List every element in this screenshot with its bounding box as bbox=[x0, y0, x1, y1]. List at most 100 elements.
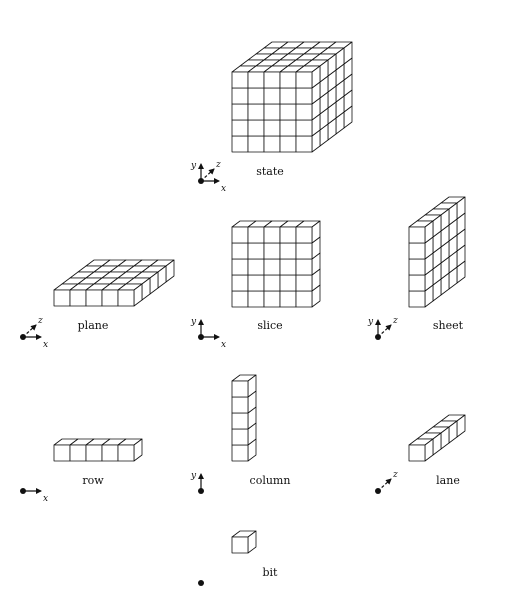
slice-label: slice bbox=[257, 319, 282, 332]
sheet-front-cell bbox=[408, 274, 426, 292]
bit-cube-block bbox=[231, 530, 257, 554]
state-front-cell bbox=[247, 119, 265, 137]
state-front-cell bbox=[231, 71, 249, 89]
slice-front-cell bbox=[279, 226, 297, 244]
plane-front-cell bbox=[117, 289, 135, 307]
lane-front-cell bbox=[408, 444, 426, 462]
state-front-cell bbox=[263, 87, 281, 105]
state-y-axis-label: y bbox=[190, 161, 197, 171]
sheet-front-cell bbox=[408, 226, 426, 244]
slice-front-cell bbox=[263, 290, 281, 308]
state-front-cell bbox=[295, 87, 313, 105]
sheet-y-axis-label: y bbox=[367, 317, 374, 327]
slice-front-cell bbox=[247, 274, 265, 292]
plane-front-cell bbox=[85, 289, 103, 307]
slice-front-cell bbox=[263, 274, 281, 292]
lane-piece: lane z bbox=[375, 414, 466, 494]
row-front-cell bbox=[69, 444, 87, 462]
plane-axes: xz bbox=[20, 316, 48, 350]
row-front-cell bbox=[117, 444, 135, 462]
bit-piece: bit bbox=[198, 530, 278, 586]
state-piece: state x y z bbox=[190, 41, 353, 194]
slice-front-cell bbox=[295, 290, 313, 308]
lane-axes: z bbox=[375, 470, 398, 494]
state-front-cell bbox=[279, 119, 297, 137]
slice-front-cell bbox=[247, 258, 265, 276]
plane-front-cell bbox=[101, 289, 119, 307]
state-front-cell bbox=[263, 119, 281, 137]
lane-z-axis-arrow bbox=[377, 478, 392, 492]
slice-axes: xy bbox=[190, 317, 226, 350]
row-x-axis-label: x bbox=[43, 494, 48, 504]
slice-front-cell bbox=[231, 226, 249, 244]
state-front-cell bbox=[263, 71, 281, 89]
plane-front-cell bbox=[53, 289, 71, 307]
column-front-cell bbox=[231, 412, 249, 430]
state-front-cell bbox=[247, 135, 265, 153]
bit-axis-origin bbox=[198, 580, 204, 586]
state-z-axis-label: z bbox=[215, 160, 221, 170]
slice-piece: slice xy bbox=[190, 220, 321, 350]
slice-front-cell bbox=[231, 290, 249, 308]
slice-front-cell bbox=[295, 242, 313, 260]
state-front-cell bbox=[295, 119, 313, 137]
state-front-cell bbox=[295, 71, 313, 89]
column-front-cell bbox=[231, 428, 249, 446]
plane-z-axis-label: z bbox=[37, 316, 43, 326]
state-front-cell bbox=[247, 71, 265, 89]
state-front-cell bbox=[263, 135, 281, 153]
state-z-axis-arrow bbox=[200, 168, 215, 182]
sheet-z-axis-arrow bbox=[377, 324, 392, 338]
sheet-front-cell bbox=[408, 258, 426, 276]
state-front-cell bbox=[231, 87, 249, 105]
lane-cube-block bbox=[408, 414, 466, 462]
column-front-cell bbox=[231, 380, 249, 398]
slice-y-axis-label: y bbox=[190, 317, 197, 327]
state-label: state bbox=[256, 165, 284, 178]
slice-front-cell bbox=[279, 258, 297, 276]
row-piece: row x bbox=[20, 438, 143, 504]
slice-front-cell bbox=[231, 258, 249, 276]
column-axes: y bbox=[190, 471, 204, 494]
plane-z-axis-arrow bbox=[22, 324, 37, 338]
column-front-cell bbox=[231, 444, 249, 462]
column-y-axis-label: y bbox=[190, 471, 197, 481]
column-piece: column y bbox=[190, 374, 290, 494]
state-x-axis-label: x bbox=[221, 184, 226, 194]
row-front-cell bbox=[53, 444, 71, 462]
slice-front-cell bbox=[279, 290, 297, 308]
slice-front-cell bbox=[279, 242, 297, 260]
row-front-cell bbox=[85, 444, 103, 462]
sheet-label: sheet bbox=[433, 319, 464, 332]
plane-x-axis-label: x bbox=[43, 340, 48, 350]
lane-z-axis-label: z bbox=[392, 470, 398, 480]
state-cube-block bbox=[231, 41, 353, 153]
state-front-cell bbox=[295, 135, 313, 153]
sheet-front-cell bbox=[408, 242, 426, 260]
row-cube-block bbox=[53, 438, 143, 462]
slice-front-cell bbox=[295, 226, 313, 244]
state-front-cell bbox=[247, 103, 265, 121]
sheet-z-axis-label: z bbox=[392, 316, 398, 326]
column-cube-block bbox=[231, 374, 257, 462]
plane-cube-block bbox=[53, 259, 175, 307]
slice-front-cell bbox=[263, 258, 281, 276]
state-front-cell bbox=[279, 103, 297, 121]
state-front-cell bbox=[279, 135, 297, 153]
slice-x-axis-label: x bbox=[221, 340, 226, 350]
slice-front-cell bbox=[295, 274, 313, 292]
state-front-cell bbox=[247, 87, 265, 105]
lane-label: lane bbox=[436, 474, 460, 487]
state-front-cell bbox=[263, 103, 281, 121]
slice-front-cell bbox=[231, 242, 249, 260]
sheet-front-cell bbox=[408, 290, 426, 308]
state-front-cell bbox=[279, 71, 297, 89]
slice-front-cell bbox=[247, 242, 265, 260]
bit-axes bbox=[198, 580, 204, 586]
slice-front-cell bbox=[231, 274, 249, 292]
state-axes: x y z bbox=[190, 160, 226, 194]
slice-front-cell bbox=[247, 290, 265, 308]
